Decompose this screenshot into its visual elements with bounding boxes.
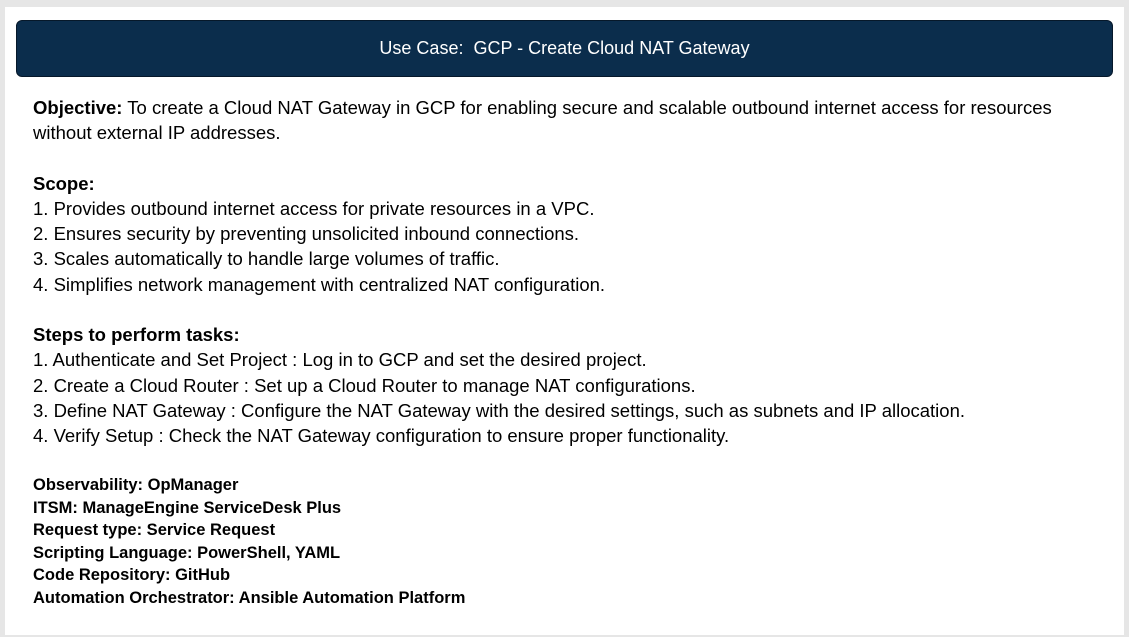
tool-itsm: ITSM: ManageEngine ServiceDesk Plus: [33, 498, 342, 517]
tool-scripting-language: Scripting Language: PowerShell, YAML: [33, 543, 341, 562]
content-body: Objective: To create a Cloud NAT Gateway…: [33, 95, 1113, 449]
scope-item: 1. Provides outbound internet access for…: [33, 197, 595, 219]
scope-item: 4. Simplifies network management with ce…: [33, 273, 606, 295]
steps-heading: Steps to perform tasks:: [33, 324, 240, 346]
objective-label: Objective:: [33, 97, 123, 118]
scope-heading: Scope:: [33, 172, 95, 194]
slide: Use Case: GCP - Create Cloud NAT Gateway…: [5, 7, 1124, 635]
step-item: 4. Verify Setup : Check the NAT Gateway …: [33, 425, 730, 447]
tool-code-repository: Code Repository: GitHub: [33, 566, 231, 584]
page-title: Use Case: GCP - Create Cloud NAT Gateway: [379, 38, 750, 58]
tool-request-type: Request type: Service Request: [33, 521, 276, 539]
title-bar: Use Case: GCP - Create Cloud NAT Gateway: [16, 20, 1113, 77]
tools-list: Observability: OpManager ITSM: ManageEng…: [33, 474, 1113, 609]
step-item: 1. Authenticate and Set Project : Log in…: [33, 349, 647, 371]
scope-item: 2. Ensures security by preventing unsoli…: [33, 223, 580, 245]
step-item: 3. Define NAT Gateway : Configure the NA…: [33, 399, 966, 421]
tool-observability: Observability: OpManager: [33, 476, 239, 494]
step-item: 2. Create a Cloud Router : Set up a Clou…: [33, 374, 696, 396]
objective-paragraph: Objective: To create a Cloud NAT Gateway…: [33, 95, 1113, 146]
tool-automation-orchestrator: Automation Orchestrator: Ansible Automat…: [33, 588, 466, 607]
scope-item: 3. Scales automatically to handle large …: [33, 248, 500, 270]
objective-text: To create a Cloud NAT Gateway in GCP for…: [33, 97, 1052, 144]
